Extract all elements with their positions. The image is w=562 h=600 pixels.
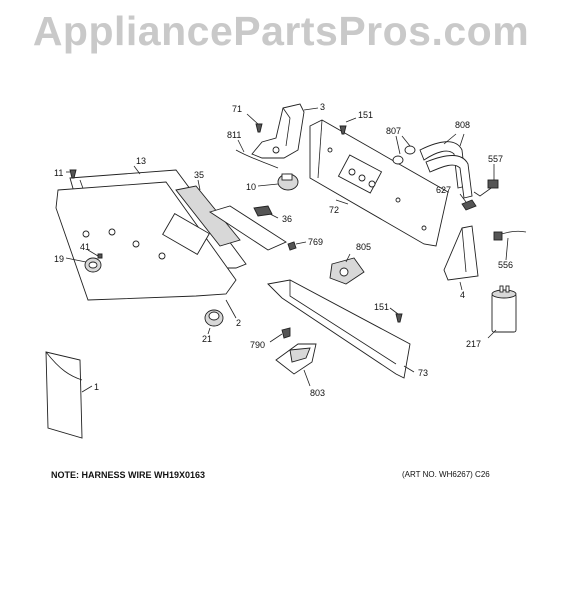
callout-73: 73	[418, 368, 428, 378]
leader-21	[207, 327, 211, 335]
leader-556	[505, 237, 509, 261]
leader-10	[257, 183, 279, 187]
leader-73	[403, 365, 415, 373]
callout-807: 807	[386, 126, 401, 136]
callout-19: 19	[54, 254, 64, 264]
leader-217	[487, 329, 497, 339]
callout-769: 769	[308, 237, 323, 247]
callout-808: 808	[455, 120, 470, 130]
leader-807a	[395, 135, 401, 155]
part-front-panel[interactable]	[55, 181, 237, 301]
part-808-hoses[interactable]	[419, 141, 473, 199]
callout-36: 36	[282, 214, 292, 224]
callout-35: 35	[194, 170, 204, 180]
part-811-wire[interactable]	[235, 149, 279, 169]
leader-35	[197, 179, 201, 191]
leader-805	[345, 253, 351, 263]
leader-151b	[389, 307, 399, 315]
callout-71: 71	[232, 104, 242, 114]
leader-803	[303, 369, 311, 387]
callout-803: 803	[310, 388, 325, 398]
callout-556: 556	[498, 260, 513, 270]
callout-3: 3	[320, 102, 325, 112]
leader-807b	[401, 135, 411, 147]
callout-627: 627	[436, 185, 451, 195]
part-151-screw-lower[interactable]	[395, 313, 403, 323]
callout-805: 805	[356, 242, 371, 252]
part-556-harness[interactable]	[493, 230, 527, 241]
callout-21: 21	[202, 334, 212, 344]
leader-19	[65, 257, 87, 263]
callout-72: 72	[329, 205, 339, 215]
part-627[interactable]	[461, 199, 477, 211]
part-790-clip[interactable]	[281, 327, 291, 339]
part-3-bracket[interactable]	[251, 103, 305, 159]
watermark-logo: AppliancePartsPros.com	[32, 8, 530, 54]
callout-151-lower: 151	[374, 302, 389, 312]
callout-2: 2	[236, 318, 241, 328]
harness-note: NOTE: HARNESS WIRE WH19X0163	[51, 470, 206, 480]
part-807-washers[interactable]	[392, 145, 416, 165]
part-10-pressure-switch[interactable]	[277, 173, 299, 191]
leader-71	[246, 113, 259, 125]
part-151-screw-top[interactable]	[339, 125, 347, 135]
part-1-manual[interactable]	[45, 351, 83, 439]
leader-4	[459, 281, 463, 291]
leader-769	[295, 241, 307, 245]
part-805-valve[interactable]	[329, 257, 365, 285]
part-217-capacitor[interactable]	[491, 285, 517, 333]
callout-217: 217	[466, 339, 481, 349]
leader-811	[237, 139, 245, 153]
leader-41	[87, 249, 99, 257]
callout-13: 13	[136, 156, 146, 166]
part-557-connector[interactable]	[473, 172, 499, 197]
part-21-knob[interactable]	[204, 309, 224, 327]
leader-72	[335, 199, 349, 205]
callout-811: 811	[227, 130, 241, 140]
part-35-board[interactable]	[175, 185, 287, 251]
part-71-screw[interactable]	[255, 123, 263, 133]
part-4-endcap[interactable]	[443, 225, 479, 281]
part-769-screw[interactable]	[287, 241, 297, 251]
callout-11: 11	[54, 168, 63, 178]
leader-2	[225, 299, 237, 319]
callout-41: 41	[80, 242, 90, 252]
callout-790: 790	[250, 340, 265, 350]
leader-3	[303, 107, 319, 111]
part-72-backsplash-panel[interactable]	[309, 119, 449, 247]
callout-557: 557	[488, 154, 503, 164]
leader-151a	[345, 117, 357, 123]
leader-36	[269, 213, 279, 219]
part-73-bracket[interactable]	[267, 279, 411, 379]
leader-808a	[443, 133, 457, 145]
callout-151-top: 151	[358, 110, 373, 120]
leader-808b	[459, 133, 465, 147]
art-number: (ART NO. WH6267) C26	[402, 470, 490, 479]
callout-4: 4	[460, 290, 465, 300]
part-36[interactable]	[253, 205, 273, 217]
leader-1	[81, 385, 93, 393]
leader-790	[269, 333, 283, 343]
callout-1: 1	[94, 382, 99, 392]
part-803-actuator[interactable]	[275, 343, 317, 375]
part-19-knob[interactable]	[84, 257, 102, 273]
callout-10: 10	[246, 182, 256, 192]
part-11-screw[interactable]	[69, 169, 77, 179]
leader-13	[133, 165, 141, 175]
leader-627	[459, 193, 467, 203]
part-41-clip[interactable]	[97, 253, 103, 259]
